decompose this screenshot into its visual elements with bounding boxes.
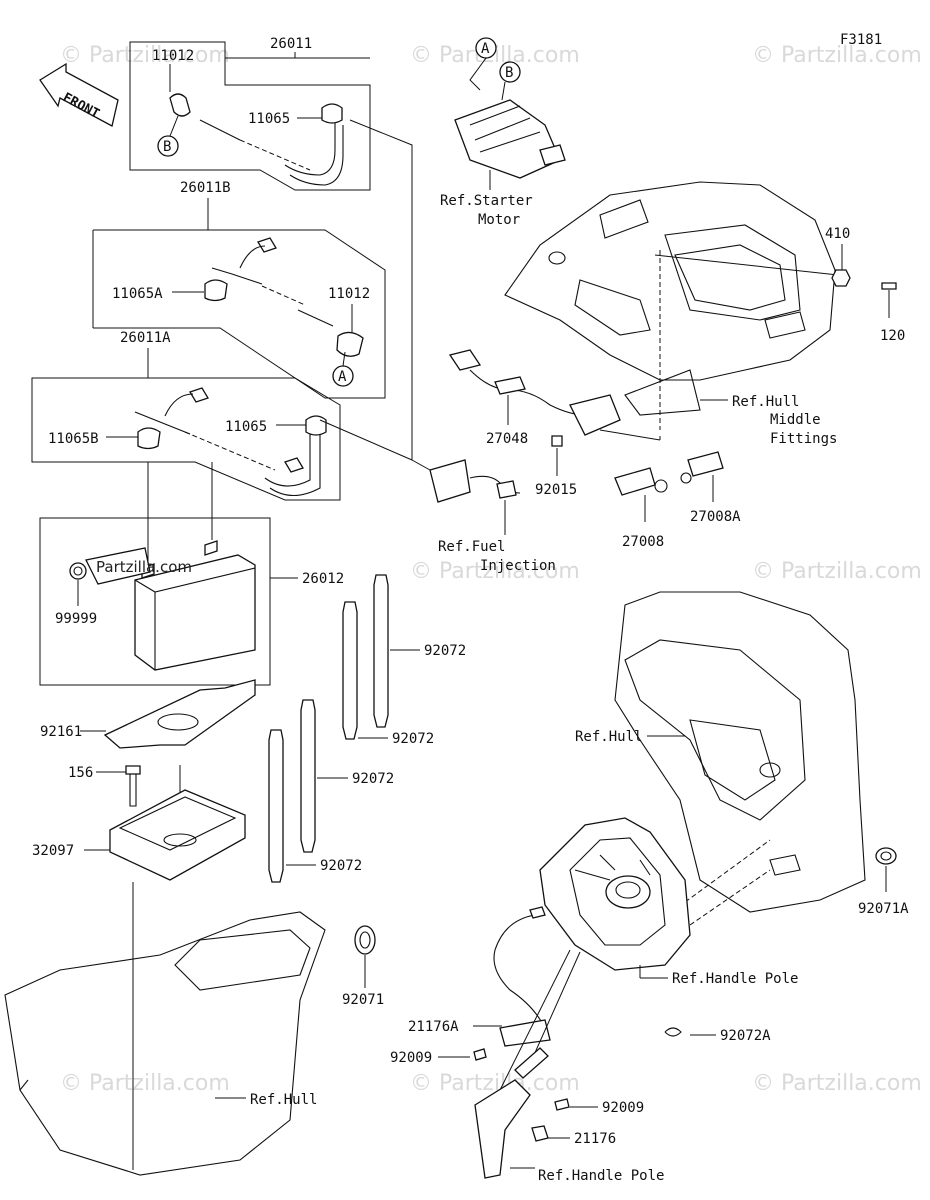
part-99999-icon [69,562,87,580]
starter-motor: A B Ref.Starter Motor [440,37,566,228]
ref-starter-2: Motor [478,212,520,228]
part-92071-icon [354,925,376,955]
callout-21176A: 21176A [408,1019,459,1035]
group-tray: 92161 156 32097 [32,679,256,1170]
marker-b-circle [499,61,521,83]
callout-92009-2: 92009 [602,1100,644,1116]
callout-26011B: 26011B [180,180,231,196]
callout-92072-1: 92072 [424,643,466,659]
callout-92071A: 92071A [858,901,909,917]
group-26011B: 26011B 11065A 11012 A [92,180,386,399]
group-26011: 26011 11012 B 11065 [129,36,371,191]
callout-92072A: 92072A [720,1028,771,1044]
callout-92072-3: 92072 [352,771,394,787]
callout-156: 156 [68,765,93,781]
callout-27048: 27048 [486,431,528,447]
callout-21176: 21176 [574,1131,616,1147]
callout-11012: 11012 [152,48,194,64]
watermark: Partzilla.com [96,558,192,576]
ref-hull-bottom: Ref.Hull [250,1092,317,1108]
straps-92072: 92072 92072 92072 92072 [268,574,466,883]
hull-middle: Ref.Hull Middle Fittings 410 120 [504,181,905,447]
marker-b-2: B [505,65,513,81]
marker-a-2: A [481,41,490,57]
part-92071A-icon [875,847,897,865]
callout-99999: 99999 [55,611,97,627]
marker-b: B [163,139,171,155]
handle-pole: Ref.Handle Pole 21176A 92009 92072A 9200… [390,817,798,1184]
callout-92161: 92161 [40,724,82,740]
ref-fuel-2: Injection [480,558,556,574]
callout-11065: 11065 [248,111,290,127]
callout-26011: 26011 [270,36,312,52]
watermark: © Partzilla.com [60,1071,230,1096]
hull-bottom-left: Ref.Hull 92071 [4,911,384,1176]
callout-27008A: 27008A [690,509,741,525]
front-arrow-icon: FRONT [39,62,119,127]
ref-hull-mid-1: Ref.Hull [732,394,799,410]
callout-27008: 27008 [622,534,664,550]
callout-92072-2: 92072 [392,731,434,747]
callout-410: 410 [825,226,850,242]
callout-92071: 92071 [342,992,384,1008]
watermark: © Partzilla.com [410,559,580,584]
callout-11065B: 11065B [48,431,99,447]
callout-32097: 32097 [32,843,74,859]
callout-11065-b: 11065 [225,419,267,435]
watermarks: © Partzilla.com © Partzilla.com © Partzi… [60,43,922,1096]
callout-120: 120 [880,328,905,344]
fuel-injection: Ref.Fuel Injection [429,459,556,574]
ref-starter-1: Ref.Starter [440,193,533,209]
leader-line [349,119,431,471]
callout-92009-1: 92009 [390,1050,432,1066]
ref-hull-right: Ref.Hull [575,729,642,745]
group-26011A: 26011A 11065B 11065 [31,330,413,501]
group-27048: 27048 92015 [448,349,661,498]
diagram-code: F3181 [840,32,882,48]
watermark: © Partzilla.com [752,43,922,68]
group-27008: 27008 27008A [614,451,741,550]
ref-handle-pole-1: Ref.Handle Pole [672,971,798,987]
ref-fuel-1: Ref.Fuel [438,539,505,555]
hull-right: Ref.Hull 92071A [575,591,909,936]
battery-26012 [134,554,256,671]
callout-92015: 92015 [535,482,577,498]
group-26012: 26012 99999 Partzilla.com [39,462,344,686]
callout-11012-b: 11012 [328,286,370,302]
callout-26011A: 26011A [120,330,171,346]
watermark: © Partzilla.com [60,43,230,68]
ref-hull-mid-3: Fittings [770,431,837,447]
callout-26012: 26012 [302,571,344,587]
watermark: © Partzilla.com [752,559,922,584]
watermark: © Partzilla.com [752,1071,922,1096]
ref-handle-pole-2: Ref.Handle Pole [538,1168,664,1184]
callout-11065A: 11065A [112,286,163,302]
marker-b-circle [157,135,179,157]
callout-92072-4: 92072 [320,858,362,874]
ref-hull-mid-2: Middle [770,412,821,428]
marker-a: A [338,369,347,385]
